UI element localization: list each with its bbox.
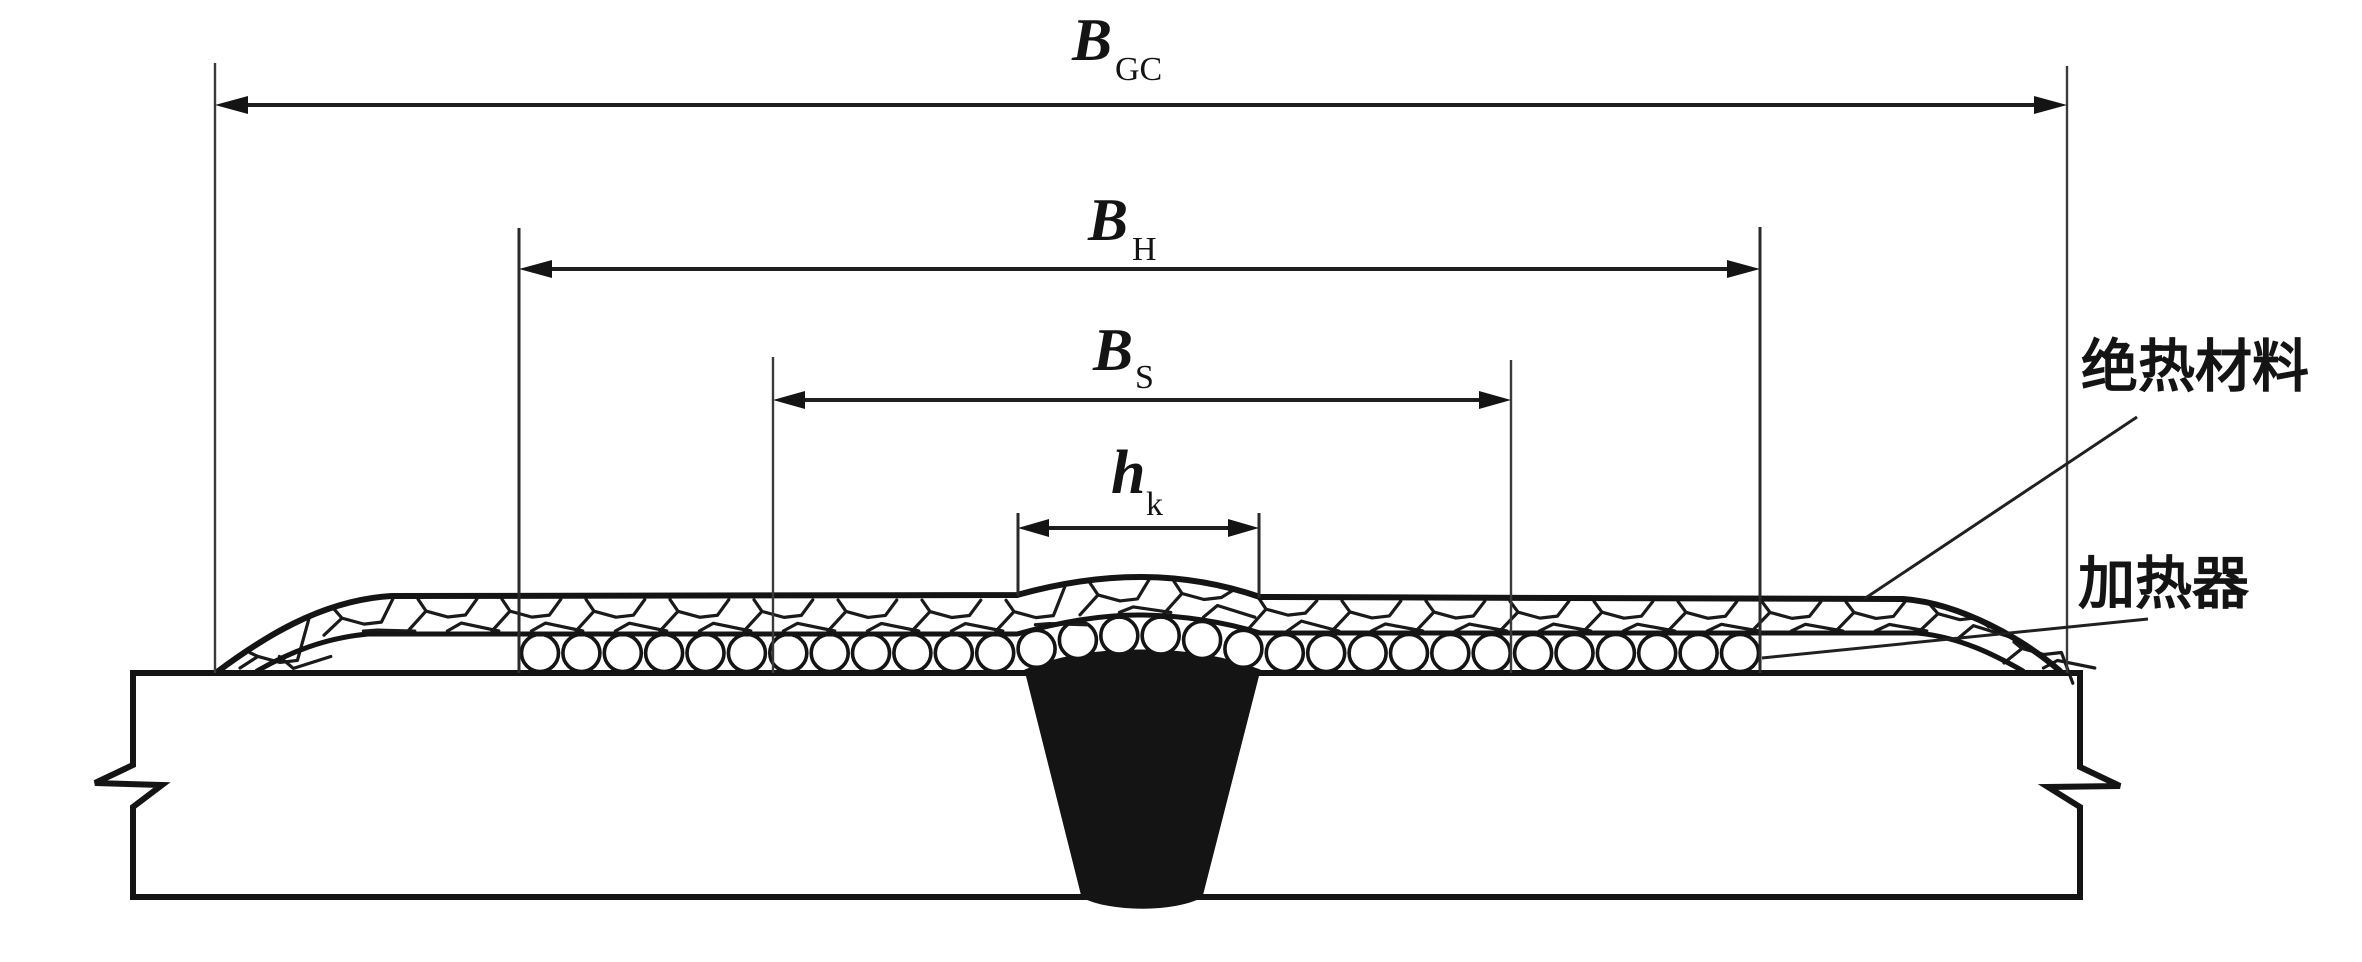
- dimension-hk: h k: [1018, 439, 1259, 537]
- heater-coil: [1636, 632, 1678, 674]
- heater-leader-line: [1761, 617, 2149, 660]
- insulation-cell: [1498, 599, 1593, 633]
- heater-coil: [1595, 632, 1637, 674]
- bs-label-subscript: S: [1135, 359, 1154, 396]
- bh-label-subscript: H: [1132, 231, 1157, 268]
- dimension-bgc: B GC: [215, 7, 2067, 114]
- heater-coil: [602, 632, 644, 674]
- bgc-label-symbol: B: [1071, 7, 1112, 73]
- extension-lines: [213, 63, 2069, 673]
- insulation-cell: [322, 597, 417, 637]
- dimension-bh: B H: [519, 187, 1760, 278]
- heater-coil: [1678, 632, 1719, 674]
- heater-coil: [643, 632, 685, 674]
- insulation-cell: [1918, 603, 2013, 639]
- hk-left-arrowhead: [1018, 519, 1049, 537]
- callout-insulation: 绝热材料: [1863, 334, 2309, 601]
- heater-coil: [933, 632, 975, 674]
- hk-label-subscript: k: [1146, 486, 1163, 523]
- heater-coil: [519, 632, 561, 674]
- insulation-cell: [1750, 600, 1845, 633]
- insulation-cell: [574, 597, 669, 633]
- heater-coil: [1099, 615, 1140, 656]
- insulation-cell: [910, 598, 1005, 633]
- heater-coil: [1305, 632, 1347, 674]
- heater-coil: [1388, 632, 1430, 674]
- callout-heater: 加热器: [1761, 551, 2250, 660]
- bs-right-arrowhead: [1479, 391, 1511, 409]
- heater-coil: [1264, 632, 1306, 674]
- insulation-outer-edge: [214, 573, 2063, 675]
- dimension-bs: B S: [773, 317, 1511, 409]
- heater-coil: [1430, 632, 1471, 674]
- bgc-right-arrowhead: [2034, 96, 2067, 114]
- insulation-cell: [1834, 600, 1929, 633]
- insulation-cell: [1246, 595, 1341, 633]
- insulation-cell: [1582, 599, 1677, 633]
- bs-label-symbol: B: [1092, 317, 1133, 383]
- bgc-label-subscript: GC: [1115, 51, 1162, 88]
- insulation-label: 绝热材料: [2081, 334, 2309, 400]
- heater-coil: [1554, 632, 1595, 674]
- insulation-cell: [1330, 599, 1425, 633]
- insulation-cell: [490, 597, 585, 633]
- heater-coil: [1471, 632, 1512, 674]
- heater-label: 加热器: [2078, 551, 2250, 617]
- insulation-cell: [1414, 599, 1509, 633]
- heater-coil: [892, 632, 933, 674]
- insulation-cell: [238, 617, 333, 671]
- heater-coil: [1016, 628, 1057, 670]
- bh-label-symbol: B: [1087, 187, 1128, 253]
- insulation-cell: [658, 597, 753, 633]
- hk-right-arrowhead: [1228, 519, 1259, 537]
- heater-coil: [1140, 615, 1181, 656]
- insulation-cell: [742, 598, 837, 633]
- heater-coil: [974, 632, 1016, 674]
- bh-left-arrowhead: [519, 260, 552, 278]
- insulation-cell: [1666, 599, 1761, 633]
- heater-coil: [1512, 632, 1554, 674]
- heater-coil: [561, 632, 602, 674]
- insulation-leader-line: [1863, 415, 2138, 601]
- insulation-cell: [406, 597, 501, 633]
- heater-coil: [850, 632, 892, 674]
- bh-right-arrowhead: [1727, 260, 1760, 278]
- bgc-left-arrowhead: [215, 96, 248, 114]
- insulation-cell: [1078, 578, 1173, 617]
- hk-label-symbol: h: [1111, 439, 1145, 507]
- heater-coil: [1181, 619, 1223, 661]
- heater-coil: [767, 632, 809, 674]
- bs-left-arrowhead: [773, 391, 805, 409]
- heater-coil: [809, 632, 851, 674]
- heater-coil: [1057, 619, 1099, 661]
- insulation-texture: [238, 578, 2097, 685]
- heater-coil: [685, 632, 726, 674]
- heater-coil: [1347, 632, 1388, 674]
- heater-coil: [1223, 628, 1264, 670]
- insulation-cell: [1162, 579, 1257, 619]
- heater-coil: [726, 632, 768, 674]
- heater-coil: [1719, 632, 1761, 674]
- insulation-cell: [826, 598, 921, 633]
